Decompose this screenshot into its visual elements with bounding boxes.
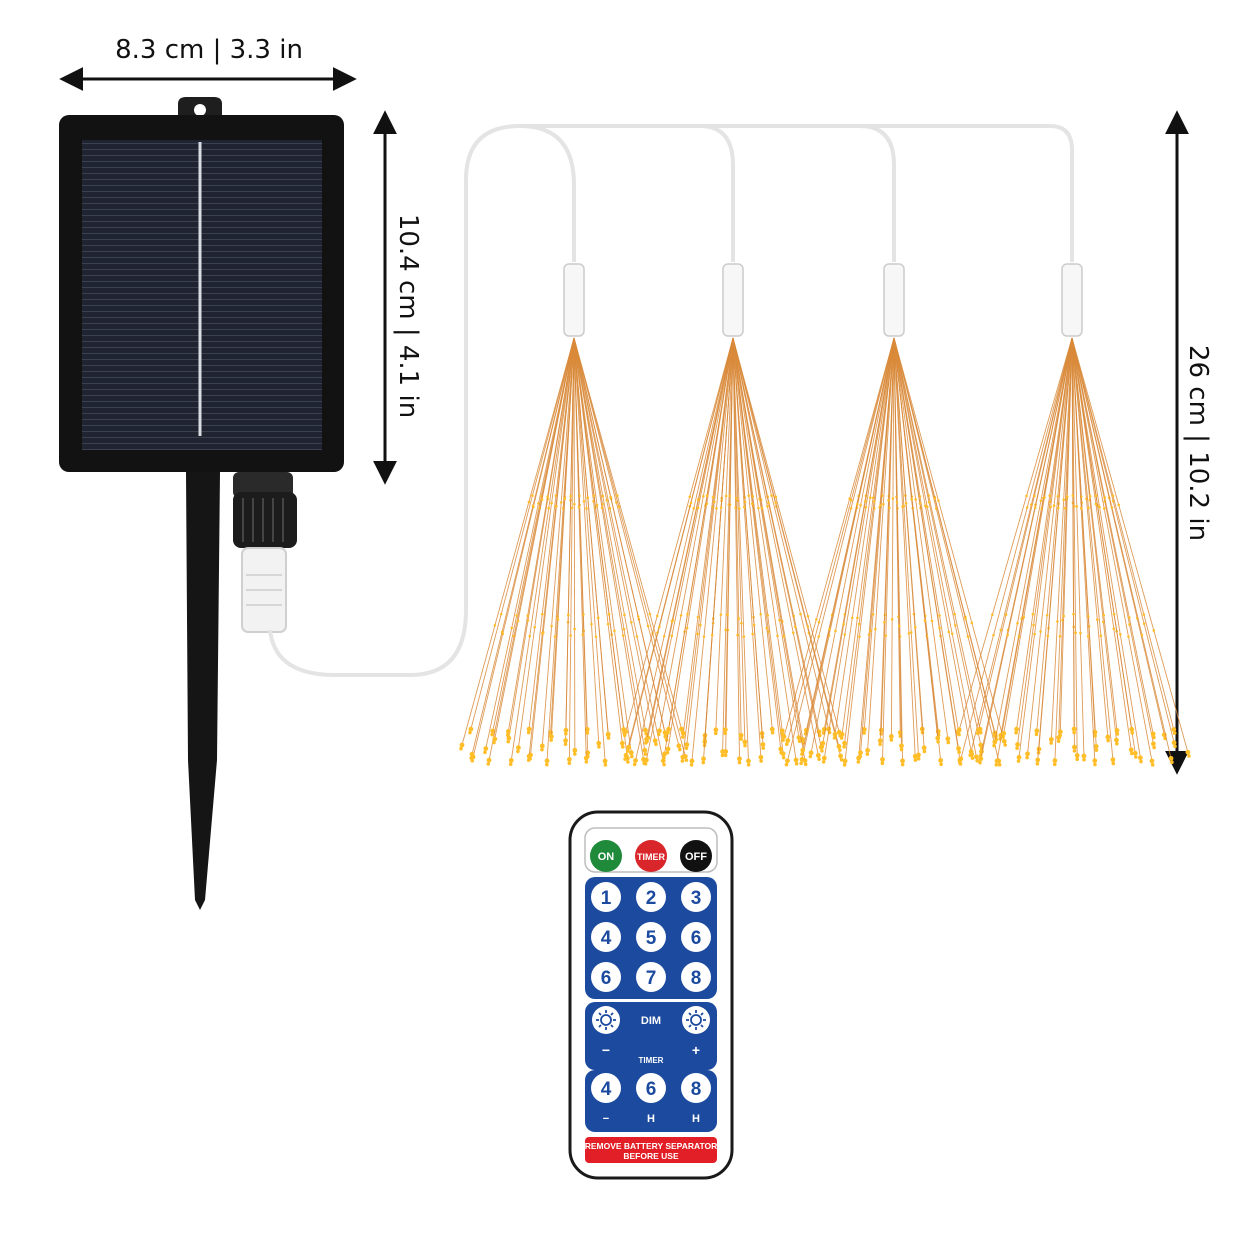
- light-cap-4: [1061, 263, 1083, 337]
- svg-text:6: 6: [691, 928, 702, 949]
- panel-height-label: 10.4 cm | 4.1 in: [393, 214, 423, 418]
- firework-light-4: [956, 263, 1191, 767]
- svg-text:6: 6: [646, 1079, 657, 1100]
- mode-button-8[interactable]: 8: [681, 962, 711, 992]
- firework-light-1: [459, 263, 689, 767]
- light-height-dimension: 26 cm | 10.2 in: [1165, 110, 1213, 775]
- mode-button-1[interactable]: 1: [591, 882, 621, 912]
- solar-panel: [59, 97, 344, 910]
- minus-label: −: [602, 1042, 610, 1058]
- timer-section-label: TIMER: [639, 1056, 664, 1065]
- svg-text:7: 7: [646, 968, 657, 989]
- timer-button-label: TIMER: [637, 852, 665, 862]
- timer-4h-button[interactable]: 4: [591, 1073, 621, 1103]
- cable-connector: [233, 492, 297, 548]
- on-button-label: ON: [598, 851, 615, 863]
- svg-text:8: 8: [691, 1079, 702, 1100]
- dim-down-button[interactable]: [592, 1006, 620, 1034]
- warning-line-2: BEFORE USE: [623, 1151, 679, 1161]
- ground-stake: [186, 472, 220, 910]
- firework-light-2: [622, 263, 844, 767]
- remote-control: ON TIMER OFF 1 2 3 4 5 6 6 7 8: [568, 810, 734, 1180]
- width-label: 8.3 cm | 3.3 in: [115, 35, 303, 65]
- mode-button-4[interactable]: 4: [591, 922, 621, 952]
- svg-text:6: 6: [601, 968, 612, 989]
- light-cap-3: [883, 263, 905, 337]
- svg-text:8: 8: [691, 968, 702, 989]
- timer-6h-button[interactable]: 6: [636, 1073, 666, 1103]
- brightness-low-icon: [596, 1010, 616, 1030]
- light-cap-2: [722, 263, 744, 337]
- light-height-label: 26 cm | 10.2 in: [1183, 345, 1213, 541]
- firework-light-3: [781, 263, 1008, 767]
- power-cable: [268, 124, 1074, 677]
- svg-text:1: 1: [601, 888, 612, 909]
- on-button[interactable]: ON: [590, 840, 622, 872]
- svg-text:3: 3: [691, 888, 702, 909]
- timer-sub-label-3: H: [692, 1113, 700, 1125]
- plus-label: +: [692, 1042, 700, 1058]
- mode-button-7[interactable]: 7: [636, 962, 666, 992]
- off-button[interactable]: OFF: [680, 840, 712, 872]
- timer-8h-button[interactable]: 8: [681, 1073, 711, 1103]
- width-dimension: 8.3 cm | 3.3 in: [59, 35, 357, 91]
- brightness-high-icon: [686, 1010, 706, 1030]
- svg-text:2: 2: [646, 888, 657, 909]
- mode-button-5[interactable]: 5: [636, 922, 666, 952]
- mode-button-6b[interactable]: 6: [591, 962, 621, 992]
- svg-text:4: 4: [601, 928, 612, 949]
- mode-button-6[interactable]: 6: [681, 922, 711, 952]
- dim-up-button[interactable]: [682, 1006, 710, 1034]
- battery-warning-strip: [585, 1137, 717, 1163]
- dim-label: DIM: [641, 1015, 661, 1027]
- timer-sub-label-2: H: [647, 1113, 655, 1125]
- light-cap-1: [563, 263, 585, 337]
- timer-button[interactable]: TIMER: [635, 840, 667, 872]
- svg-text:4: 4: [601, 1079, 612, 1100]
- timer-sub-label-1: −: [603, 1113, 609, 1125]
- panel-height-dimension: 10.4 cm | 4.1 in: [373, 110, 423, 485]
- mode-button-3[interactable]: 3: [681, 882, 711, 912]
- off-button-label: OFF: [685, 851, 707, 863]
- mode-button-2[interactable]: 2: [636, 882, 666, 912]
- firework-lights: [459, 263, 1191, 767]
- svg-text:5: 5: [646, 928, 657, 949]
- warning-line-1: REMOVE BATTERY SEPARATOR: [585, 1141, 718, 1151]
